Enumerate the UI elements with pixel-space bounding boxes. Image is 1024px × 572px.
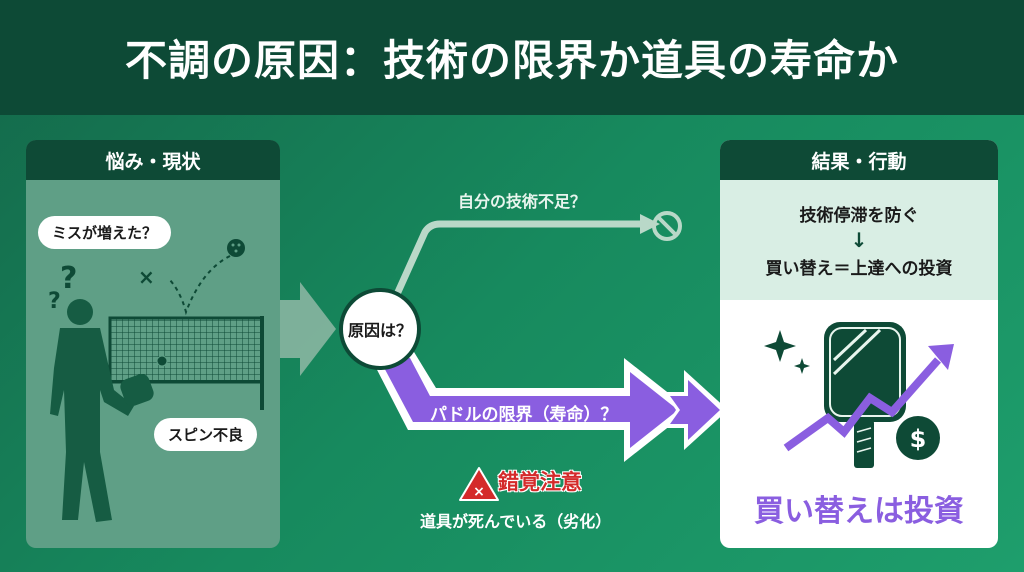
svg-text:?: ? <box>48 289 61 314</box>
result-line-2: 買い替え＝上達への投資 <box>765 259 953 279</box>
upper-branch-label: 自分の技術不足？ <box>458 192 587 211</box>
title-band: 不調の原因：技術の限界か道具の寿命か <box>0 0 1024 115</box>
dollar-coin-icon: $ <box>896 416 940 460</box>
cause-node-label: 原因は？ <box>347 321 412 340</box>
prohibited-icon <box>652 211 682 241</box>
paddle-growth-illustration: $ <box>764 322 954 468</box>
ball-icon <box>227 239 245 257</box>
miss-x-icon: × <box>138 265 155 289</box>
spin-speech-bubble: スピン不良 <box>154 418 258 451</box>
arrow-to-node-icon <box>280 282 336 376</box>
page-title: 不調の原因：技術の限界か道具の寿命か <box>124 36 899 85</box>
lower-branch-arrow-icon <box>372 352 728 462</box>
miss-speech-bubble: ミスが増えた？ <box>38 216 172 249</box>
warning-subtitle: 道具が死んでいる（劣化） <box>420 512 612 531</box>
investment-visual: $ 買い替えは投資 <box>720 300 998 548</box>
growth-arrow-icon <box>783 344 954 452</box>
problem-panel-heading: 悩み・現状 <box>26 140 280 180</box>
problem-panel: 悩み・現状 ? ? × ミスが増えた？ スピン不良 <box>26 140 280 548</box>
down-arrow-icon: ↓ <box>850 228 868 252</box>
result-line-1: 技術停滞を防ぐ <box>799 206 919 226</box>
upper-branch-line <box>394 220 644 296</box>
paddle-icon <box>824 322 906 468</box>
result-panel: 結果・行動 技術停滞を防ぐ ↓ 買い替え＝上達への投資 <box>720 140 998 548</box>
result-panel-heading: 結果・行動 <box>720 140 998 180</box>
svg-text:×: × <box>473 484 485 500</box>
sparkle-icon <box>764 330 796 362</box>
result-summary: 技術停滞を防ぐ ↓ 買い替え＝上達への投資 <box>720 180 998 300</box>
lower-branch-label: パドルの限界（寿命）？ <box>430 405 618 425</box>
warning-block: 錯覚注意 <box>462 466 582 496</box>
question-mark-icon: ? <box>60 261 77 296</box>
player-illustration: ? ? × <box>48 239 264 522</box>
svg-text:$: $ <box>910 425 927 453</box>
player-silhouette <box>50 299 154 522</box>
warning-triangle-icon: × <box>459 467 499 501</box>
net-icon <box>108 316 264 410</box>
warning-title: 錯覚注意 <box>498 470 582 494</box>
upper-branch-arrowhead-icon <box>640 214 660 234</box>
cause-node: 原因は？ <box>339 288 421 370</box>
investment-label: 買い替えは投資 <box>754 494 964 529</box>
